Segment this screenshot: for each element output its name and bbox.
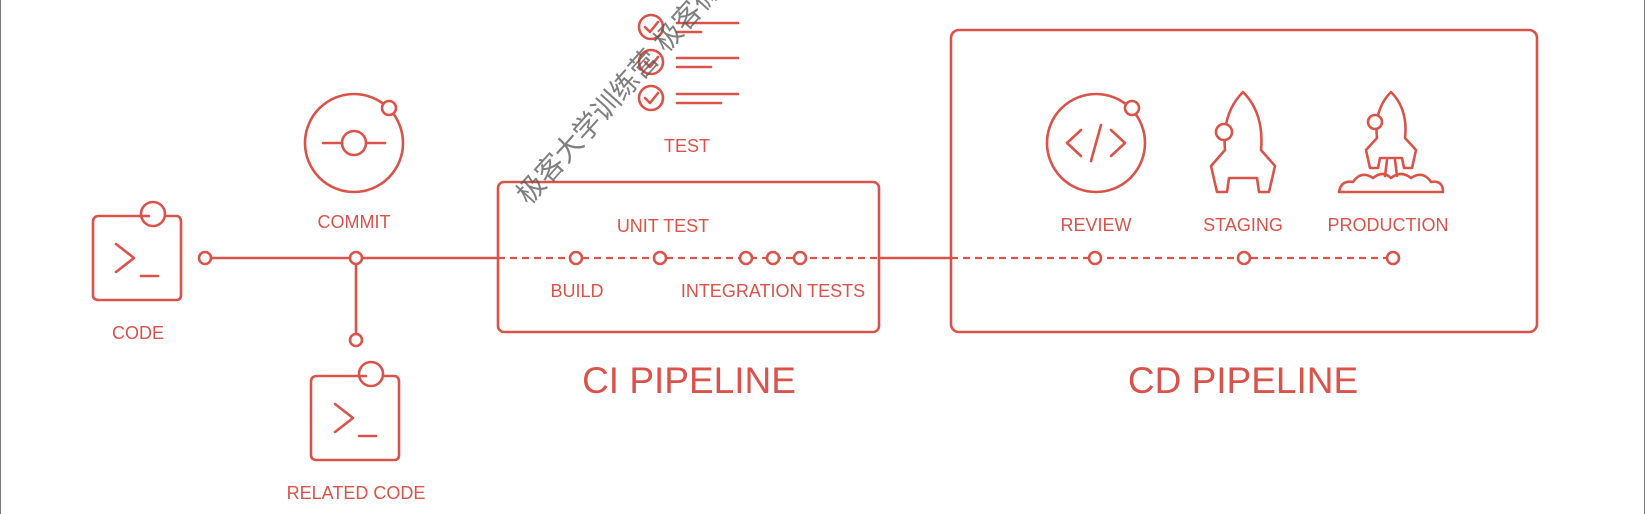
terminal-icon bbox=[91, 200, 183, 302]
label-production: PRODUCTION bbox=[1328, 215, 1449, 235]
timeline-start-node bbox=[197, 250, 213, 266]
commit-node bbox=[348, 250, 364, 266]
rocket-launch-icon bbox=[1337, 90, 1445, 194]
label-build: BUILD bbox=[550, 281, 603, 301]
integration-test-node-1 bbox=[738, 250, 754, 266]
watermark-text: 极客大学训练营 极客微课 bbox=[510, 0, 747, 211]
rocket-icon bbox=[1209, 90, 1277, 194]
cd-pipeline-box bbox=[949, 28, 1539, 334]
ci-pipeline-box bbox=[496, 180, 881, 334]
build-node bbox=[568, 250, 584, 266]
label-staging: STAGING bbox=[1203, 215, 1283, 235]
label-related-code: RELATED CODE bbox=[287, 483, 426, 503]
staging-node bbox=[1236, 250, 1252, 266]
label-integration-tests: INTEGRATION TESTS bbox=[681, 281, 865, 301]
label-review: REVIEW bbox=[1060, 215, 1131, 235]
label-cd-pipeline: CD PIPELINE bbox=[1128, 360, 1358, 401]
label-commit: COMMIT bbox=[318, 212, 391, 232]
checklist-icon bbox=[637, 13, 740, 112]
review-node bbox=[1087, 250, 1103, 266]
unit-test-node bbox=[652, 250, 668, 266]
production-node bbox=[1385, 250, 1401, 266]
related-code-node bbox=[348, 332, 364, 348]
integration-test-node-2 bbox=[765, 250, 781, 266]
label-code: CODE bbox=[112, 323, 164, 343]
code-review-icon bbox=[1045, 92, 1147, 194]
label-test: TEST bbox=[664, 136, 710, 156]
integration-test-node-3 bbox=[792, 250, 808, 266]
label-ci-pipeline: CI PIPELINE bbox=[582, 360, 796, 401]
label-unit-test: UNIT TEST bbox=[617, 216, 709, 236]
commit-icon bbox=[303, 92, 405, 194]
related-code-terminal-icon bbox=[309, 360, 401, 462]
